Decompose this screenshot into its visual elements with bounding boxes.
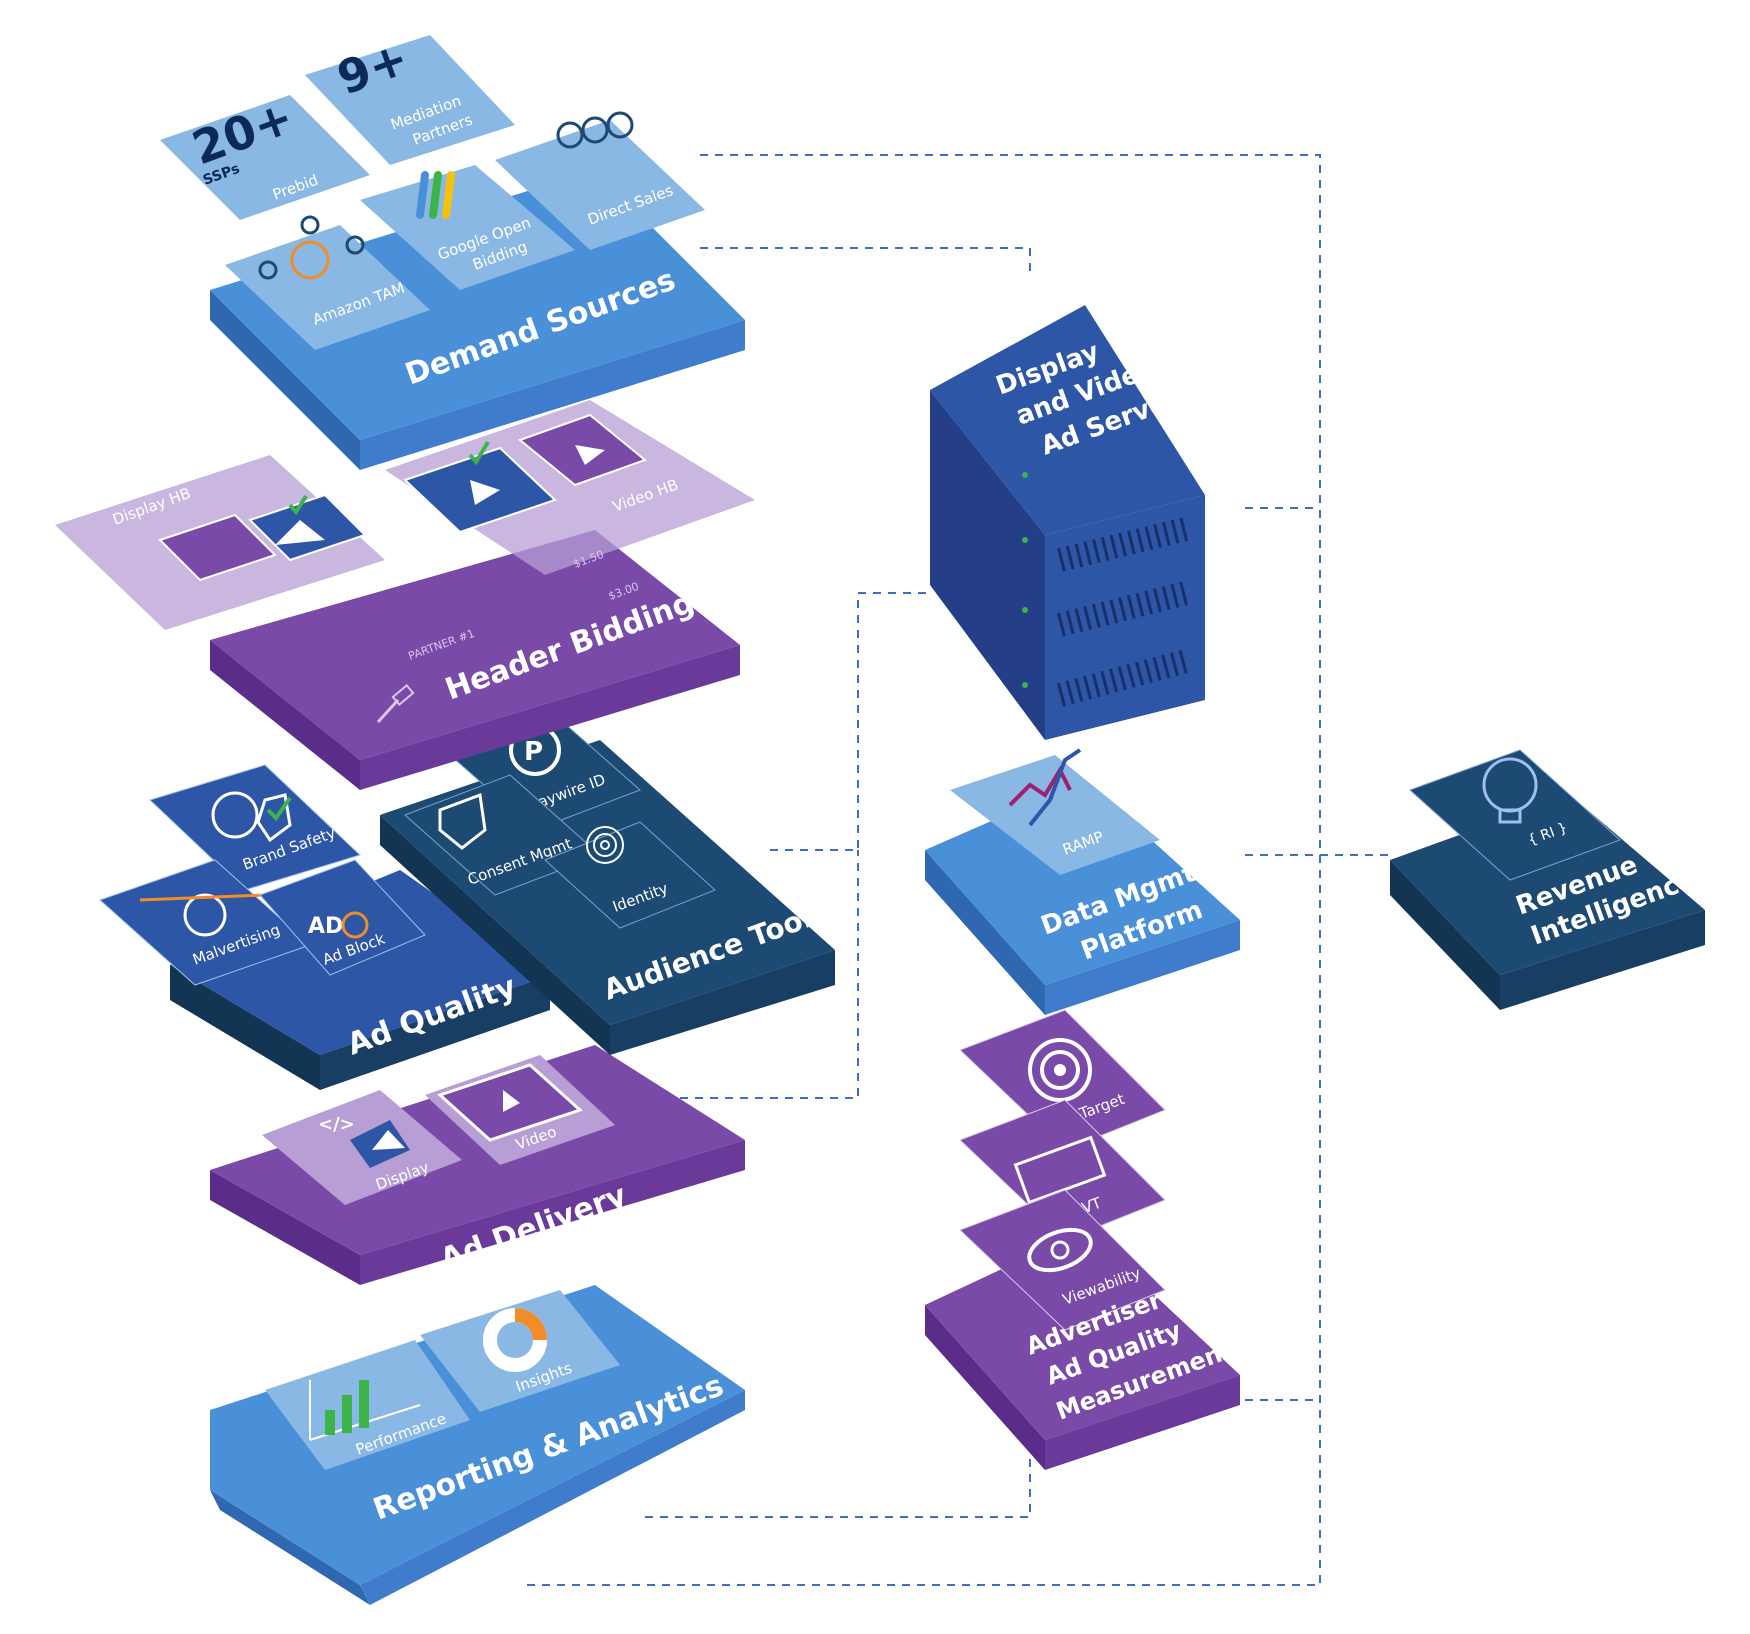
connector-lines [520, 154, 1390, 1586]
data-mgmt-platform: RAMP Data Mgmt Platform [925, 748, 1240, 1015]
ad-servers-stack: Display and Video Ad Servers [930, 305, 1205, 740]
tile-display-delivery: </> Display [262, 1090, 462, 1205]
connector-audience-to-servers [770, 592, 930, 851]
check-icon [288, 494, 308, 516]
code-glyph: </> [318, 1114, 355, 1135]
check-icon-video [468, 440, 490, 466]
ad-glyph: AD [308, 914, 343, 939]
tile-video-delivery: Video [425, 1055, 615, 1165]
tile-google-open-bidding: Google Open Bidding [360, 165, 575, 290]
gavel-icon [376, 683, 415, 724]
tile-ramp: RAMP [950, 748, 1160, 875]
revenue-intelligence-platform: { RI } Revenue Intelligence [1390, 749, 1705, 1010]
perf-bar-3 [359, 1380, 369, 1428]
tile-ad-block: AD Ad Block [259, 859, 426, 976]
connector-reporting-to-measurement [645, 1420, 1031, 1518]
tile-identity: Identity [544, 821, 716, 929]
header-bidding-platform: Display HB Video HB $1.50 $3.00 PARTNER … [55, 400, 755, 790]
reporting-analytics-platform: Performance Insights Reporting & Analyti… [210, 1285, 745, 1605]
perf-bar-1 [325, 1410, 335, 1435]
perf-bar-2 [342, 1395, 352, 1433]
demand-sources-platform: 20+ SSPs Prebid 9+ Mediation Partners Di… [160, 30, 745, 470]
video-hb-glass [385, 400, 755, 575]
tile-in-target: In-Target [959, 1009, 1166, 1151]
tile-amazon-tam: Amazon TAM [225, 215, 430, 350]
svg-text:P: P [524, 737, 543, 767]
ad-quality-platform: Brand Safety Malvertising AD Ad Block Ad… [99, 764, 550, 1090]
audience-tools-platform: P Playwire ID Consent Mgmt Identity Audi… [380, 714, 835, 1055]
ad-delivery-platform: </> Display Video Ad Delivery [210, 1045, 745, 1285]
connector-demand-to-servers [700, 247, 1031, 275]
eye-icon [1027, 1227, 1093, 1273]
display-hb-creatives [158, 493, 367, 582]
video-hb-creatives [403, 413, 648, 534]
tile-insights: Insights [420, 1290, 620, 1412]
tile-direct-sales: Direct Sales [495, 111, 705, 250]
tile-ssps: 20+ SSPs Prebid [160, 90, 370, 220]
tile-viewability: Viewability [959, 1189, 1166, 1331]
connector-outer-loop [520, 154, 1321, 1586]
tile-ri: { RI } [1409, 749, 1621, 881]
robot-icon [1013, 1135, 1107, 1205]
ramp-chart-line [1008, 765, 1072, 807]
tile-brand-safety: Brand Safety [149, 764, 361, 891]
server-status-lights [1022, 472, 1028, 688]
advertiser-measurement-platform: In-Target IVT Viewability Advertiser Ad … [925, 1009, 1240, 1470]
